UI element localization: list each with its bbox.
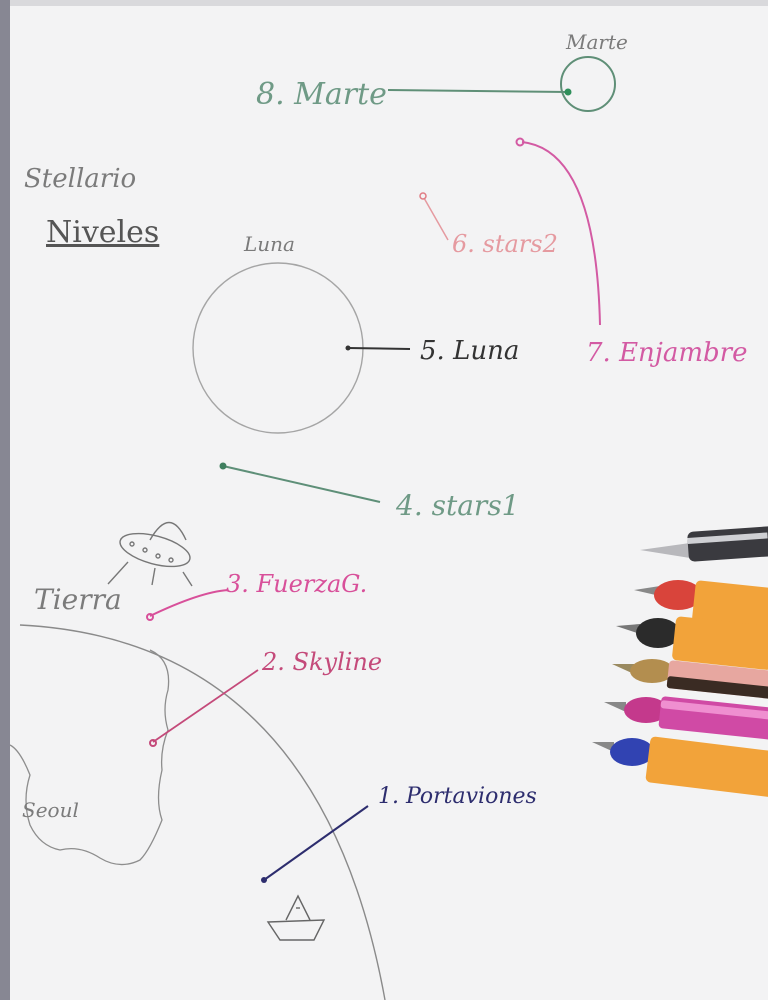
level-7-dot	[515, 137, 525, 147]
page-heading: Niveles	[46, 215, 160, 250]
red-pen	[634, 580, 768, 631]
earth-horizon	[19, 624, 386, 1000]
ship-sketch	[266, 894, 326, 941]
city-label: Seoul	[22, 798, 79, 822]
level-4-dot	[219, 462, 227, 470]
mars-planet	[560, 56, 616, 112]
level-3-label: 3. FuerzaG.	[226, 570, 368, 598]
level-8-dot	[564, 88, 572, 96]
level-1-line	[263, 805, 369, 881]
silver-pencil	[640, 526, 768, 562]
blue-pen	[592, 736, 768, 798]
notebook-edge	[0, 0, 10, 1000]
level-4-label: 4. stars1	[396, 489, 520, 522]
level-7-line	[521, 141, 601, 326]
level-2-label: 2. Skyline	[262, 648, 383, 676]
level-6-label: 6. stars2	[452, 230, 558, 258]
level-5-dot	[345, 345, 351, 351]
level-3-dot	[146, 613, 154, 621]
black-pen	[616, 616, 768, 670]
earth-label: Tierra	[34, 583, 122, 616]
level-8-label: 8. Marte	[256, 77, 387, 112]
level-6-line	[423, 197, 449, 241]
level-4-line	[222, 465, 381, 503]
brand-title: Stellario	[24, 164, 137, 194]
level-2-line	[152, 669, 259, 743]
pink-pen	[604, 696, 768, 741]
level-1-label: 1. Portaviones	[378, 784, 537, 809]
paper-top-shadow	[10, 0, 768, 6]
level-8-line	[387, 89, 569, 93]
level-2-dot	[149, 739, 157, 747]
level-7-label: 7. Enjambre	[586, 338, 748, 368]
level-1-dot	[261, 877, 267, 883]
level-3-line	[149, 589, 229, 617]
pens-group	[592, 526, 768, 798]
moon-planet-label: Luna	[244, 232, 295, 256]
level-5-label: 5. Luna	[420, 336, 520, 366]
ufo-sketch	[107, 522, 193, 587]
level-6-dot	[419, 192, 427, 200]
level-5-line	[347, 347, 411, 350]
coastline-sketch	[9, 649, 170, 866]
mars-planet-label: Marte	[566, 30, 628, 54]
gold-pen	[612, 659, 768, 700]
